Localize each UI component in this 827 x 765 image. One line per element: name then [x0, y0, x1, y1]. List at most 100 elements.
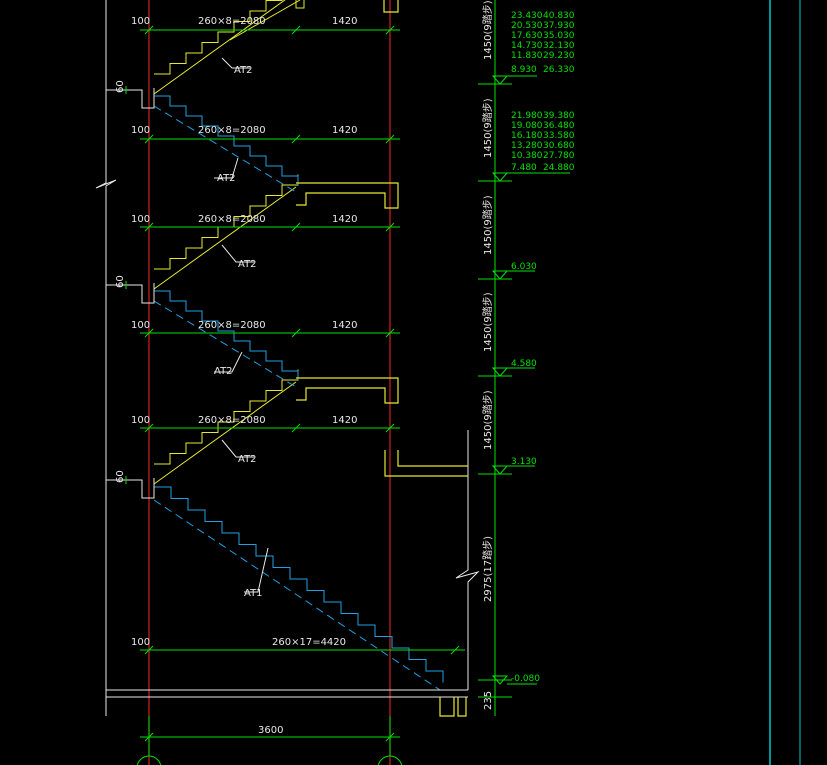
dim-run8-b: 260×8=2080	[198, 125, 266, 136]
dim-tick-4-0	[144, 423, 154, 433]
elevation-group-1: 23.430 20.530 17.630 14.730 11.830 8.930…	[511, 11, 575, 75]
dim-1450-a: 1450(9踏步)	[481, 0, 494, 60]
dim-tick-0-2	[385, 25, 395, 35]
yellow-flight-soffit-0	[153, 0, 286, 95]
elev-4580: 4.580	[511, 359, 537, 369]
dim-landing-a: 1420	[332, 16, 357, 27]
dim-run8-e: 260×8=2080	[198, 415, 266, 426]
elev-g2-l-1: 19.080	[511, 121, 543, 131]
dim-tick-1-0	[144, 134, 154, 144]
cyan-flight-soffit-1	[153, 300, 297, 388]
dimension-lines	[136, 0, 570, 765]
top-stair-fragment	[295, 0, 305, 9]
dim-tick-2-1	[291, 222, 301, 232]
dim-tick-1-1	[291, 134, 301, 144]
elev-g2-l-3: 13.280	[511, 141, 543, 151]
elev-g1-l-0: 23.430	[511, 11, 543, 21]
left-wall-line	[95, 0, 117, 716]
elev-g2-r-3: 30.680	[543, 141, 575, 151]
dim-1450-e: 1450(9踏步)	[481, 390, 494, 450]
elev-3130: 3.130	[511, 457, 537, 467]
dim-tick-2-2	[385, 222, 395, 232]
cyan-flight-soffit-0	[153, 105, 297, 193]
yellow-flight-steps-0	[154, 0, 283, 75]
cyan-stair-flights	[153, 95, 444, 691]
dim-100-a: 100	[131, 16, 150, 27]
dim-run8-c: 260×8=2080	[198, 214, 266, 225]
dim-1450-b: 1450(9踏步)	[481, 98, 494, 158]
dim-100-f: 100	[131, 637, 150, 648]
dim-run8-a: 260×8=2080	[198, 16, 266, 27]
landing-slab-2	[296, 377, 399, 404]
dim-235: 235	[483, 691, 494, 710]
dim-60-c: 60	[115, 470, 126, 483]
cyan-flight-steps-1	[154, 290, 299, 381]
dim-tick-3-0	[144, 328, 154, 338]
elev-g1-l-4: 11.830	[511, 51, 543, 61]
elev-g1-l-3: 14.730	[511, 41, 543, 51]
elev-g1-r-5: 26.330	[543, 65, 575, 75]
dim-tick-0-0	[144, 25, 154, 35]
dim-tick-b1-1	[385, 732, 395, 742]
label-at2-d: AT2	[214, 366, 233, 377]
elev-g2-r-1: 36.480	[543, 121, 575, 131]
label-at2-b: AT2	[217, 173, 236, 184]
bottom-beam	[439, 697, 467, 717]
elev-g2-l-2: 16.180	[511, 131, 543, 141]
dim-landing-c: 1420	[332, 214, 357, 225]
yellow-flight-soffit-2	[153, 381, 297, 485]
right-wall-line	[455, 430, 480, 690]
elev-g1-l-5: 8.930	[511, 65, 537, 75]
dim-tick-b0-1	[450, 645, 460, 655]
elev-g2-r-2: 33.580	[543, 131, 575, 141]
elev-g2-l-5: 7.480	[511, 163, 537, 173]
dim-tick-3-2	[385, 328, 395, 338]
elevation-group-2: 21.980 19.080 16.180 13.280 10.380 7.480…	[511, 111, 575, 173]
yellow-flight-top-extension	[229, 0, 301, 41]
dim-tick-b1-0	[144, 732, 154, 742]
elev-g1-l-1: 20.530	[511, 21, 543, 31]
landing-slab-1	[296, 182, 399, 209]
cyan-flight-at1-soffit	[153, 499, 441, 691]
yellow-stair-flights	[153, 0, 301, 485]
elev-g1-r-0: 40.830	[543, 11, 575, 21]
dim-2975: 2975(17踏步)	[481, 536, 494, 602]
elev-g1-l-2: 17.630	[511, 31, 543, 41]
yellow-flight-steps-2	[154, 369, 299, 465]
label-leaders	[214, 57, 269, 593]
elev-g2-l-0: 21.980	[511, 111, 543, 121]
landing-slab-3	[384, 450, 468, 477]
elev-6030: 6.030	[511, 262, 537, 272]
elev-g1-r-1: 37.930	[543, 21, 575, 31]
dim-100-d: 100	[131, 320, 150, 331]
elev-g2-r-4: 27.780	[543, 151, 575, 161]
dim-tick-3-1	[291, 328, 301, 338]
dim-total: 3600	[258, 725, 283, 736]
dim-landing-d: 1420	[332, 320, 357, 331]
elev-g2-r-0: 39.380	[543, 111, 575, 121]
dim-run8-d: 260×8=2080	[198, 320, 266, 331]
dim-tick-b0-0	[144, 645, 154, 655]
dim-tick-4-2	[385, 423, 395, 433]
elev-g2-l-4: 10.380	[511, 151, 543, 161]
dim-100-e: 100	[131, 415, 150, 426]
dim-run17: 260×17=4420	[272, 637, 346, 648]
dim-landing-e: 1420	[332, 415, 357, 426]
dim-60-a: 60	[115, 80, 126, 93]
yellow-flight-soffit-1	[153, 186, 297, 290]
dim-1450-d: 1450(9踏步)	[481, 292, 494, 352]
dim-1450-c: 1450(9踏步)	[481, 195, 494, 255]
elev-g2-r-5: 24.880	[543, 163, 575, 173]
dim-tick-2-0	[144, 222, 154, 232]
label-at2-e: AT2	[238, 454, 257, 465]
dim-landing-b: 1420	[332, 125, 357, 136]
cyan-flight-steps-0	[154, 95, 299, 186]
dim-tick-0-1	[291, 25, 301, 35]
left-slab-stubs	[106, 88, 155, 499]
dimension-ticks	[144, 25, 460, 742]
elev-0080: -0.080	[511, 674, 540, 684]
dim-100-b: 100	[131, 125, 150, 136]
dim-tick-4-1	[291, 423, 301, 433]
label-at2-a: AT2	[234, 65, 253, 76]
